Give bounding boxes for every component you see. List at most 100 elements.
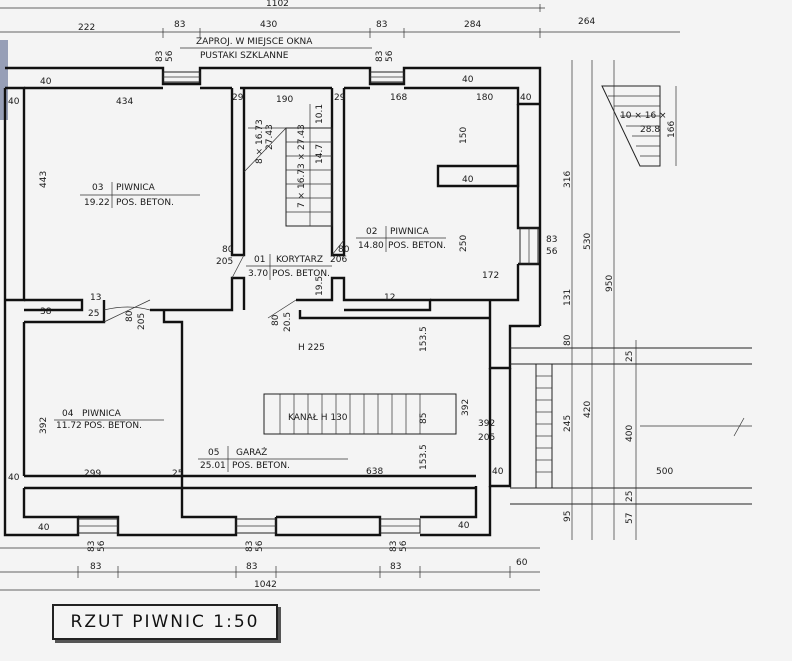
win-56-e: 56: [399, 540, 409, 552]
svg-text:3.70: 3.70: [248, 269, 268, 279]
svg-text:01: 01: [254, 255, 265, 265]
dim-392-door: 392: [478, 419, 495, 429]
wall-13: 13: [90, 293, 101, 303]
svg-text:14.80: 14.80: [358, 241, 384, 251]
wall-12: 12: [384, 293, 395, 303]
room-04-label: 04 PIWNICA 11.72 POS. BETON.: [54, 409, 164, 431]
win-56-c: 56: [97, 540, 107, 552]
wall-40-i: 40: [492, 467, 504, 477]
room-03-label: 03 PIWNICA 19.22 POS. BETON.: [80, 182, 200, 208]
dim-right-316: 316: [563, 171, 573, 188]
wall-25-a: 25: [88, 309, 99, 319]
corridor-stairs: [243, 104, 333, 227]
top-dimension-lines: [0, 4, 680, 38]
dim-443: 443: [39, 171, 49, 188]
dim-bottom-4: 60: [516, 558, 528, 568]
dim-right-25a: 25: [625, 351, 635, 362]
dim-top-6: 264: [578, 17, 595, 27]
dim-205-door: 205: [478, 433, 495, 443]
door-swings: [103, 239, 345, 323]
note-line-2: PUSTAKI SZKLANNE: [200, 51, 289, 61]
bottom-dimension-lines: [0, 547, 540, 591]
wall-29-b: 29: [334, 93, 346, 103]
dim-right-131: 131: [563, 289, 573, 306]
room-02-label: 02 PIWNICA 14.80 POS. BETON.: [356, 226, 446, 252]
stair-outside-label-b: 28.8: [640, 125, 660, 135]
win-83-a: 83: [155, 51, 165, 62]
drawing-title: RZUT PIWNIC 1:50: [52, 604, 278, 640]
win-83-d: 83: [245, 541, 255, 552]
stair-small-label: 8 × 16.73: [255, 119, 265, 164]
stair-main-label: 7 × 16.73 × 27.43: [297, 124, 307, 208]
win-56-f: 56: [546, 247, 558, 257]
dim-85: 85: [419, 413, 429, 424]
dim-434: 434: [116, 97, 133, 107]
dim-153-top: 153.5: [419, 326, 429, 352]
dim-top-2: 83: [174, 20, 185, 30]
door-205-d: 20.5: [283, 312, 293, 332]
wall-25-b: 25: [172, 469, 183, 479]
svg-text:PIWNICA: PIWNICA: [116, 183, 156, 193]
dim-392-canal: 392: [461, 399, 471, 416]
door-80-c: 80: [125, 310, 135, 322]
dim-right-950: 950: [605, 275, 615, 292]
dim-right-25b: 25: [625, 491, 635, 502]
dim-right-400: 400: [625, 425, 635, 442]
dim-right-245: 245: [563, 415, 573, 432]
wall-147: 14.7: [315, 144, 325, 164]
dim-250: 250: [459, 235, 469, 252]
windows: [77, 71, 539, 534]
wall-40-b: 40: [8, 97, 20, 107]
wall-40-h: 40: [458, 521, 470, 531]
dim-top-4: 83: [376, 20, 387, 30]
dim-bottom-1: 83: [90, 562, 101, 572]
room-01-label: 01 KORYTARZ 3.70 POS. BETON.: [246, 254, 332, 280]
door-206: 206: [330, 255, 347, 265]
svg-text:25.01: 25.01: [200, 461, 226, 471]
door-80-d: 80: [271, 314, 281, 326]
dim-right-166: 166: [667, 121, 677, 138]
svg-text:11.72: 11.72: [56, 421, 82, 431]
stair-outside-label-a: 10 × 16 ×: [620, 111, 667, 121]
svg-text:POS. BETON.: POS. BETON.: [116, 198, 174, 208]
svg-text:19.22: 19.22: [84, 198, 110, 208]
dim-638: 638: [366, 467, 383, 477]
wall-101: 10.1: [315, 104, 325, 124]
dim-top-5: 284: [464, 20, 481, 30]
svg-text:POS. BETON.: POS. BETON.: [272, 269, 330, 279]
dim-right-500: 500: [656, 467, 673, 477]
door-80-a: 80: [222, 245, 234, 255]
dim-top-total: 1102: [266, 0, 289, 9]
wall-40-f: 40: [8, 473, 20, 483]
svg-text:PIWNICA: PIWNICA: [390, 227, 430, 237]
svg-text:GARAŻ: GARAŻ: [236, 447, 267, 458]
dim-392-left: 392: [39, 417, 49, 434]
dim-bottom-2: 83: [246, 562, 257, 572]
win-56-b: 56: [385, 50, 395, 62]
wall-40-c: 40: [520, 93, 532, 103]
external-stair-detail: [601, 85, 677, 167]
wall-40-a: 40: [40, 77, 52, 87]
wall-195: 19.5: [315, 276, 325, 296]
wall-40-g: 40: [38, 523, 50, 533]
dim-153-bottom: 153.5: [419, 444, 429, 470]
right-dimension-lines: [571, 60, 637, 540]
svg-text:POS. BETON.: POS. BETON.: [84, 421, 142, 431]
garage-height-label: H 225: [298, 343, 325, 353]
win-83-f: 83: [546, 235, 557, 245]
dim-top-1: 222: [78, 23, 95, 33]
win-56-d: 56: [255, 540, 265, 552]
wall-29-a: 29: [232, 93, 244, 103]
dim-bottom-total: 1042: [254, 580, 277, 590]
svg-text:02: 02: [366, 227, 377, 237]
dim-right-57: 57: [625, 513, 635, 524]
garage-canal: [263, 393, 457, 435]
svg-text:POS. BETON.: POS. BETON.: [388, 241, 446, 251]
svg-text:03: 03: [92, 183, 103, 193]
svg-text:POS. BETON.: POS. BETON.: [232, 461, 290, 471]
outside-ramp: [510, 347, 752, 505]
door-205-a: 205: [216, 257, 233, 267]
wall-38: 38: [40, 307, 52, 317]
dim-bottom-3: 83: [390, 562, 401, 572]
